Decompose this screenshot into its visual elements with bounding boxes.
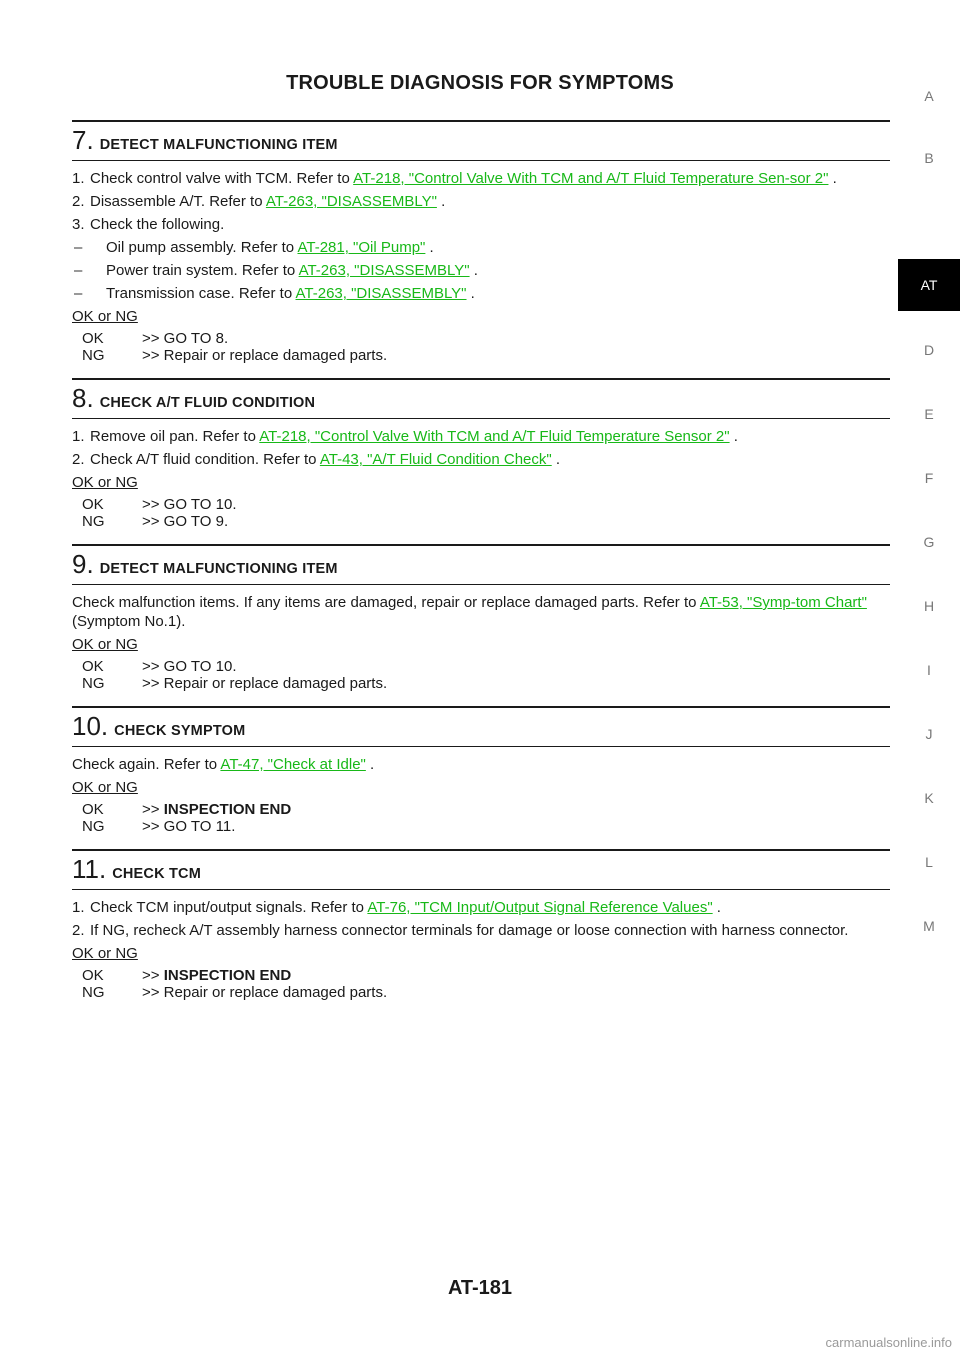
section-tab-at[interactable]: AT <box>898 259 960 311</box>
step-title: CHECK A/T FLUID CONDITION <box>99 395 316 411</box>
section-tab-b[interactable]: B <box>924 150 934 166</box>
list-item: 1. Check control valve with TCM. Refer t… <box>72 170 837 187</box>
list-item: 2. Check A/T fluid condition. Refer to A… <box>72 451 561 468</box>
list-item: – Transmission case. Refer to AT-263, "D… <box>74 285 475 302</box>
step-number: 9. <box>72 549 94 579</box>
reference-link[interactable]: AT-263, "DISASSEMBLY" <box>298 262 470 279</box>
list-item: 1. Remove oil pan. Refer to AT-218, "Con… <box>72 428 738 445</box>
section-tab-h[interactable]: H <box>923 598 935 614</box>
step-11: 11. CHECK TCM 1. Check TCM input/output … <box>72 849 890 1001</box>
section-tab-g[interactable]: G <box>923 534 935 550</box>
step-title: CHECK TCM <box>112 866 202 882</box>
section-tab-l[interactable]: L <box>925 854 933 870</box>
result-branches: OK>> GO TO 8. NG>> Repair or replace dam… <box>82 330 388 364</box>
result-branches: OK>> GO TO 10. NG>> GO TO 9. <box>82 496 237 530</box>
result-branches: OK>> GO TO 10. NG>> Repair or replace da… <box>82 658 388 692</box>
list-item: – Oil pump assembly. Refer to AT-281, "O… <box>74 239 434 256</box>
section-index: A B AT D E F G H I J K L M <box>898 0 960 1000</box>
list-item: – Power train system. Refer to AT-263, "… <box>74 262 478 279</box>
reference-link[interactable]: AT-76, "TCM Input/Output Signal Referenc… <box>367 899 713 916</box>
reference-link[interactable]: AT-218, "Control Valve With TCM and A/T … <box>259 428 730 445</box>
main-content: 7. DETECT MALFUNCTIONING ITEM 1. Check c… <box>72 120 890 1001</box>
step-number: 8. <box>72 383 94 413</box>
step-header: 7. DETECT MALFUNCTIONING ITEM <box>72 120 890 161</box>
section-tab-j[interactable]: J <box>925 726 933 742</box>
list-item: 2. Disassemble A/T. Refer to AT-263, "DI… <box>72 193 446 210</box>
section-tab-m[interactable]: M <box>923 918 935 934</box>
ok-ng-label: OK or NG <box>72 636 138 653</box>
step-header: 8. CHECK A/T FLUID CONDITION <box>72 378 890 419</box>
result-branches: OK>> INSPECTION END NG>> Repair or repla… <box>82 967 388 1001</box>
list-item: 3. Check the following. <box>72 216 225 233</box>
section-tab-e[interactable]: E <box>924 406 934 422</box>
step-number: 11. <box>72 854 107 884</box>
section-tab-d[interactable]: D <box>923 342 935 358</box>
reference-link[interactable]: AT-218, "Control Valve With TCM and A/T … <box>353 170 829 187</box>
reference-link[interactable]: AT-263, "DISASSEMBLY" <box>265 193 437 210</box>
step-10: 10. CHECK SYMPTOM Check again. Refer to … <box>72 706 890 835</box>
reference-link[interactable]: AT-43, "A/T Fluid Condition Check" <box>319 451 552 468</box>
step-7: 7. DETECT MALFUNCTIONING ITEM 1. Check c… <box>72 120 890 364</box>
step-9: 9. DETECT MALFUNCTIONING ITEM Check malf… <box>72 544 890 692</box>
reference-link[interactable]: AT-281, "Oil Pump" <box>297 239 426 256</box>
result-branches: OK>> INSPECTION END NG>> GO TO 11. <box>82 801 292 835</box>
step-number: 7. <box>72 125 94 155</box>
ok-ng-label: OK or NG <box>72 474 138 491</box>
section-tab-k[interactable]: K <box>924 790 934 806</box>
step-number: 10. <box>72 711 109 741</box>
step-description: Check again. Refer to AT-47, "Check at I… <box>72 756 375 773</box>
step-description: Check malfunction items. If any items ar… <box>72 594 867 630</box>
step-title: DETECT MALFUNCTIONING ITEM <box>99 137 338 153</box>
reference-link[interactable]: AT-263, "DISASSEMBLY" <box>295 285 467 302</box>
ok-ng-label: OK or NG <box>72 945 138 962</box>
list-item: 2. If NG, recheck A/T assembly harness c… <box>72 922 849 939</box>
section-tab-i[interactable]: I <box>927 662 931 678</box>
step-title: DETECT MALFUNCTIONING ITEM <box>99 561 338 577</box>
list-item: 1. Check TCM input/output signals. Refer… <box>72 899 721 916</box>
page-number: AT-181 <box>447 1277 513 1299</box>
page-title: TROUBLE DIAGNOSIS FOR SYMPTOMS <box>286 72 674 94</box>
reference-link[interactable]: AT-53, "Symp-tom Chart" <box>699 594 867 611</box>
step-header: 9. DETECT MALFUNCTIONING ITEM <box>72 544 890 585</box>
watermark: carmanualsonline.info <box>825 1335 952 1350</box>
step-header: 10. CHECK SYMPTOM <box>72 706 890 747</box>
step-8: 8. CHECK A/T FLUID CONDITION 1. Remove o… <box>72 378 890 530</box>
ok-ng-label: OK or NG <box>72 779 138 796</box>
section-tab-a[interactable]: A <box>924 88 934 104</box>
reference-link[interactable]: AT-47, "Check at Idle" <box>220 756 366 773</box>
section-tab-f[interactable]: F <box>924 470 934 486</box>
step-title: CHECK SYMPTOM <box>114 723 246 739</box>
step-header: 11. CHECK TCM <box>72 849 890 890</box>
ok-ng-label: OK or NG <box>72 308 138 325</box>
